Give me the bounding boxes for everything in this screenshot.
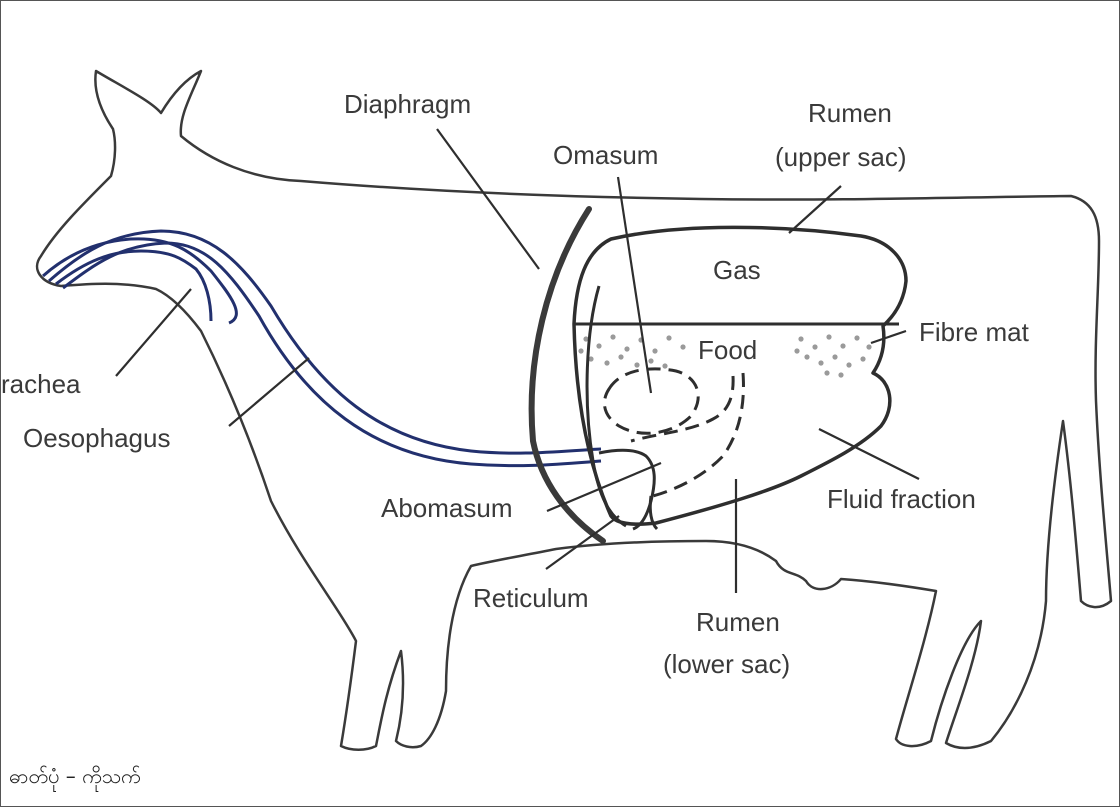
photo-credit: ဓာတ်ပုံ – ကိုသက် xyxy=(9,763,141,793)
label-rumen-upper-1: Rumen xyxy=(808,98,892,128)
label-fibre-mat: Fibre mat xyxy=(919,317,1030,347)
cow-outline xyxy=(37,71,1111,750)
label-rumen-upper-2: (upper sac) xyxy=(775,142,907,172)
reticulum-wall xyxy=(587,286,626,526)
label-omasum: Omasum xyxy=(553,140,658,170)
label-rumen-lower-2: (lower sac) xyxy=(663,649,790,679)
label-fluid-fraction: Fluid fraction xyxy=(827,484,976,514)
label-oesophagus: Oesophagus xyxy=(23,423,170,453)
abomasum-channel xyxy=(631,376,733,441)
label-reticulum: Reticulum xyxy=(473,583,589,613)
label-rumen-lower-1: Rumen xyxy=(696,607,780,637)
label-abomasum: Abomasum xyxy=(381,493,513,523)
label-trachea: rachea xyxy=(1,369,81,399)
label-diaphragm: Diaphragm xyxy=(344,89,471,119)
label-gas: Gas xyxy=(713,255,761,285)
label-food: Food xyxy=(698,335,757,365)
abomasum-wall xyxy=(599,450,654,529)
omasum-outline xyxy=(604,369,698,433)
